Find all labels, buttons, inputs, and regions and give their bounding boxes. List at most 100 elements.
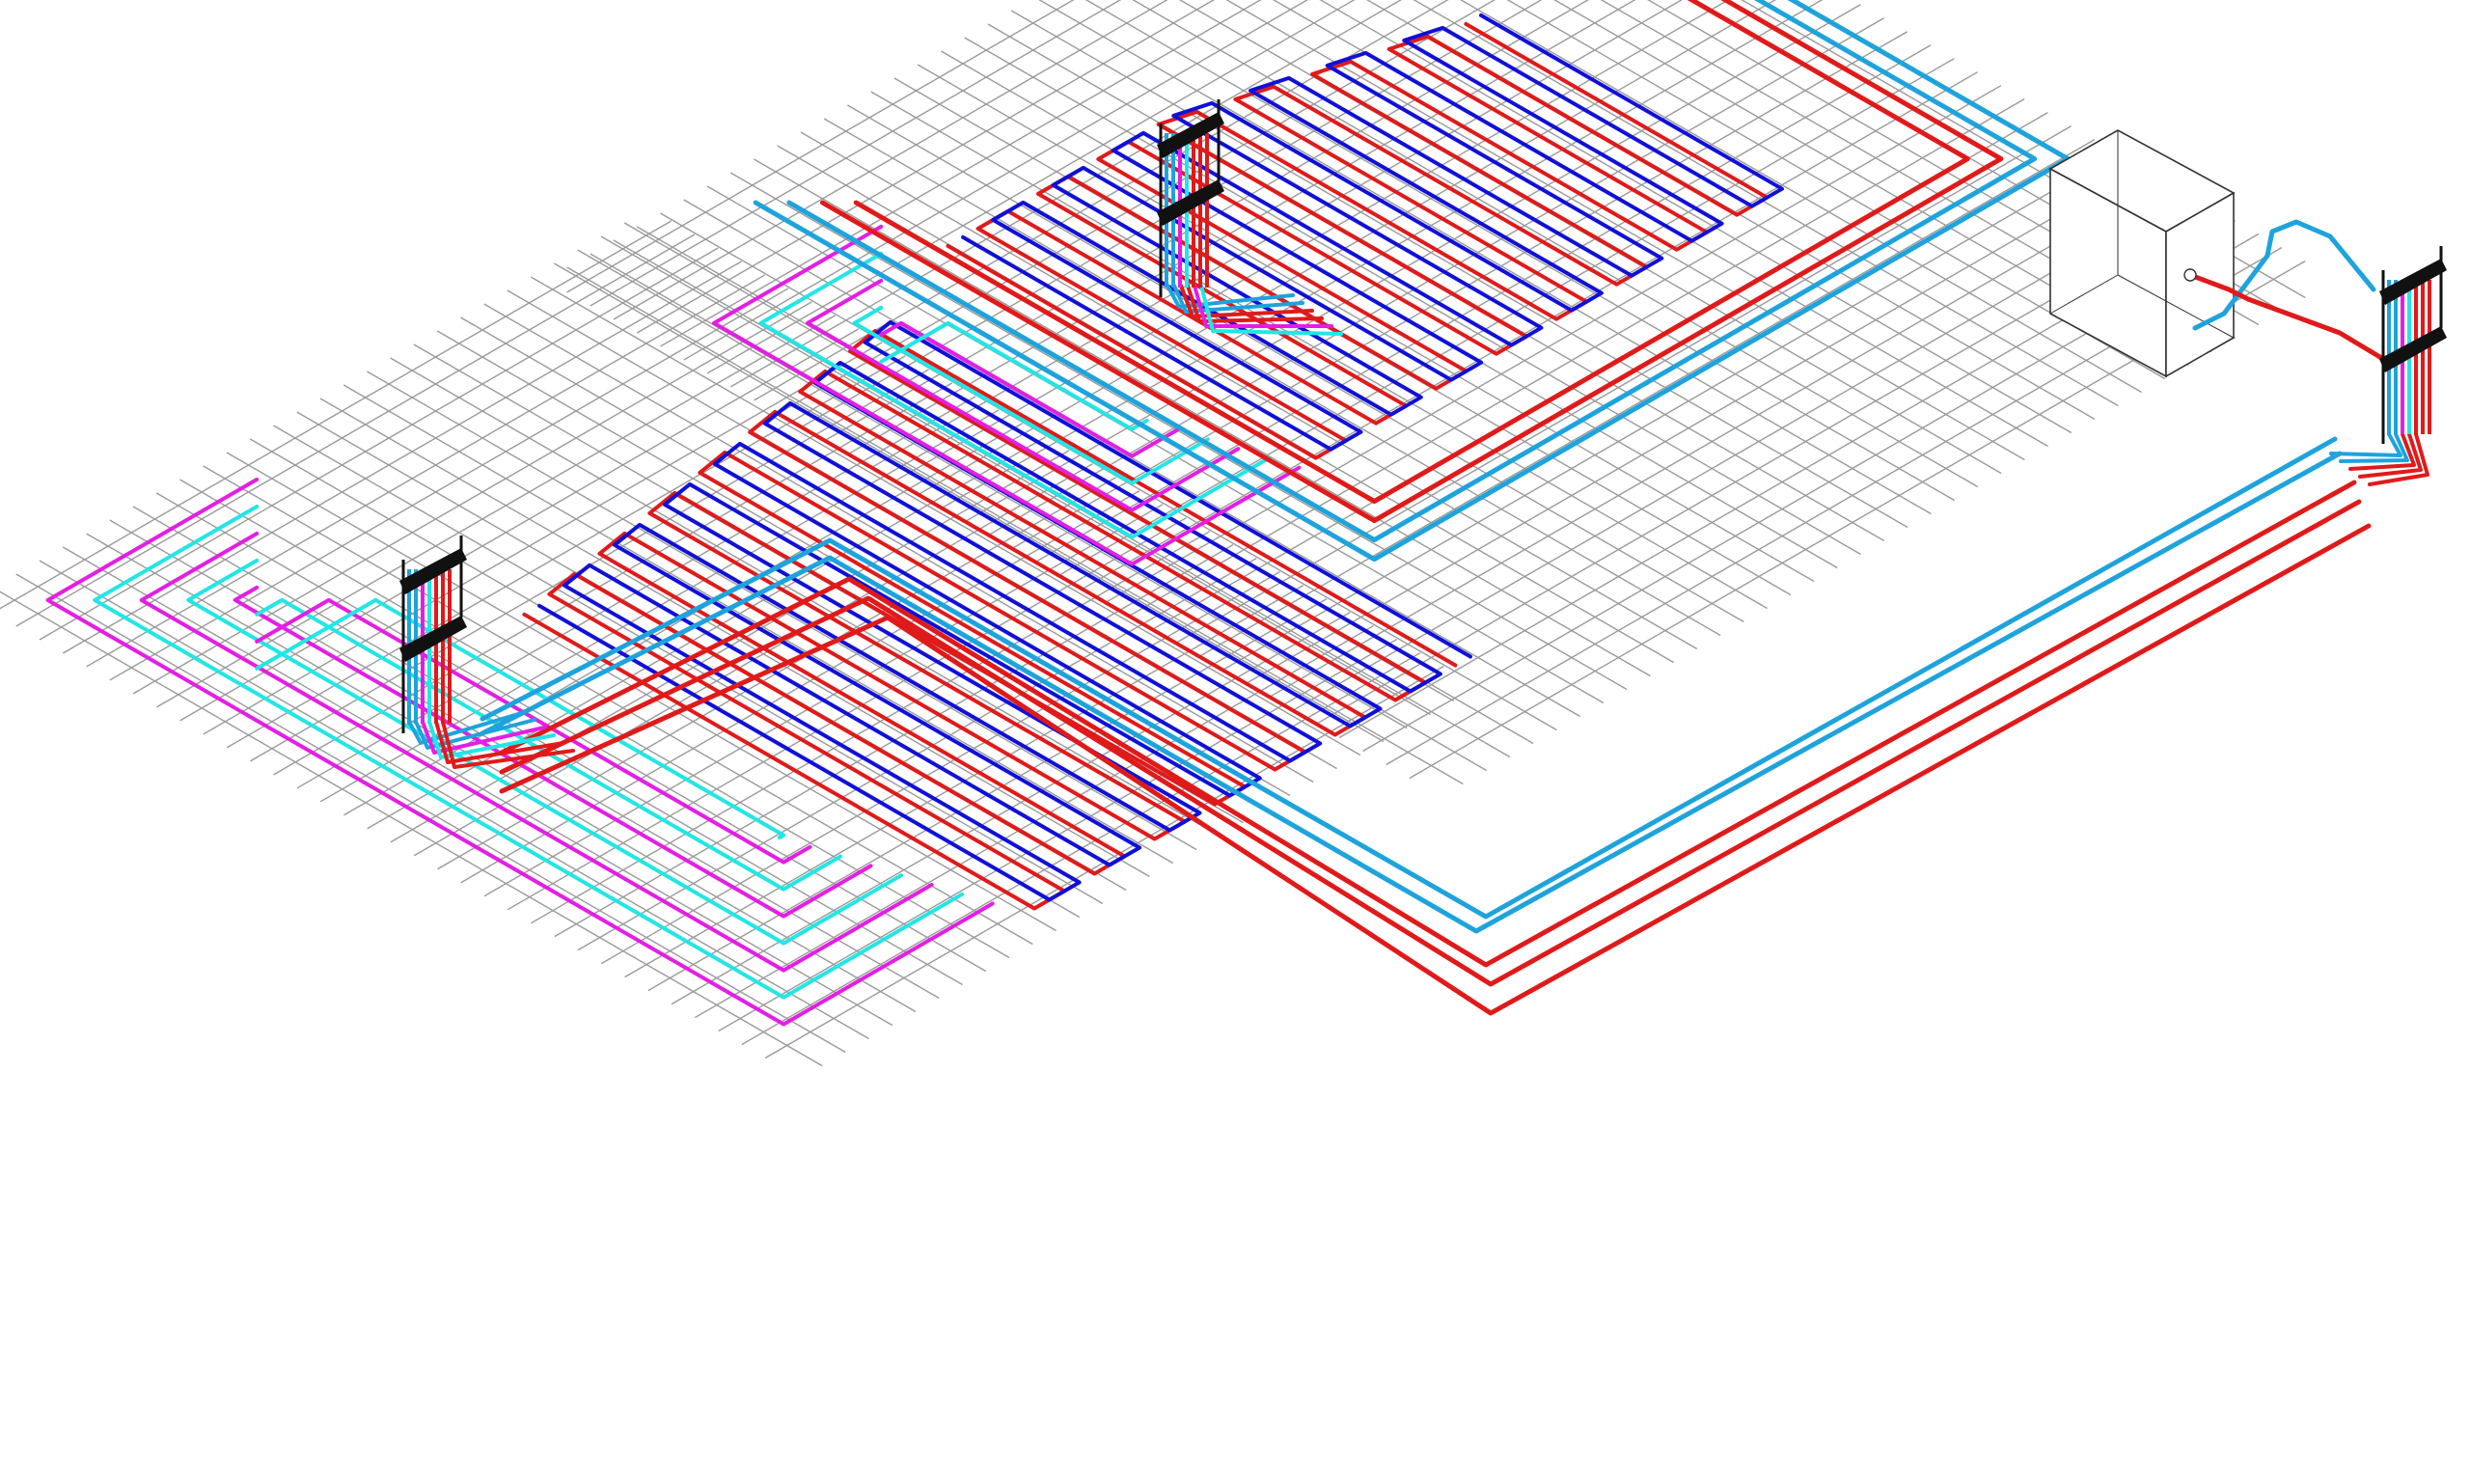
zone-right-blue-loop: [961, 13, 1784, 452]
grid-line: [847, 0, 1636, 455]
center-manifold-fan: [1199, 284, 1343, 336]
grid-line: [636, 0, 1216, 334]
left-manifold-fan: [421, 720, 546, 755]
manifold-right: [2379, 246, 2447, 444]
grid-line: [1081, 71, 1978, 591]
grid-line: [1245, 165, 2142, 685]
feed-run-light-blue-1: [480, 436, 2338, 920]
grid-line: [1292, 192, 2189, 712]
grid-line: [1221, 152, 2119, 672]
zone-right-perimeter-loop-4: [879, 320, 1180, 458]
left-manifold-fan: [441, 720, 575, 769]
zone-left-perimeter-loop-2: [139, 532, 934, 973]
grid-line: [1128, 98, 2025, 618]
grid-line: [15, 234, 696, 627]
manifolds: [399, 99, 2447, 733]
zone-left-red-loop: [522, 328, 1458, 911]
grid-line: [1105, 85, 2002, 604]
feed-run-red-1: [499, 480, 2357, 968]
grid-line: [613, 0, 1168, 320]
center-manifold-fan: [1166, 284, 1295, 309]
grid-line: [1198, 139, 2096, 658]
grid-line: [132, 301, 812, 695]
grid-line: [706, 0, 1356, 374]
manifold-supply-bar: [2379, 259, 2447, 305]
feed-run-red-2: [499, 499, 2362, 987]
center-manifold-fan: [1193, 284, 1333, 328]
grid-line: [824, 0, 1590, 442]
grid-line: [987, 17, 1884, 536]
grid-line: [1057, 58, 1955, 577]
outer-loop-light-blue-2: [786, 0, 2038, 543]
right-manifold-fan: [2329, 432, 2402, 457]
grid-line: [62, 261, 742, 654]
grid-line: [918, 0, 1776, 496]
left-manifold-fan: [434, 720, 565, 764]
manifold-supply-bar: [399, 548, 467, 594]
grid-line: [203, 342, 883, 735]
right-manifold-fan: [2348, 432, 2416, 471]
grid-line: [777, 0, 1496, 415]
left-manifold-fan: [407, 710, 527, 745]
zone-right-perimeter-loop-1: [758, 251, 1271, 539]
boiler-hidden-edge: [2049, 274, 2119, 315]
center-manifold-fan: [1186, 284, 1324, 323]
grid-line: [0, 220, 672, 610]
grid-line: [109, 288, 789, 681]
feed-pipes: [407, 0, 2429, 1016]
zone-left-perimeter-loop-0: [45, 478, 995, 1027]
grid-line: [1011, 31, 1908, 550]
center-manifold-fan: [1172, 284, 1304, 314]
zone-left-perimeter-loop-6: [255, 597, 812, 865]
grid-line: [660, 0, 1262, 347]
boiler-hidden-edge: [2117, 274, 2235, 339]
boiler-return-pipe: [2192, 219, 2376, 331]
outer-loop-light-blue-1: [753, 0, 2071, 563]
grid-line: [729, 0, 1403, 388]
grid-line: [800, 0, 1543, 428]
grid-line: [1174, 125, 2072, 645]
left-manifold-fan: [414, 718, 536, 750]
manifold-supply-bar: [1157, 112, 1224, 158]
grid-line: [590, 0, 1122, 307]
right-manifold-fan: [2339, 432, 2409, 463]
grid-line: [566, 0, 1075, 293]
manifold-left: [399, 536, 467, 733]
manifold-return-bar: [1157, 179, 1224, 226]
grid-line: [964, 4, 1861, 523]
boiler-box: [2048, 129, 2391, 378]
manifold-return-bar: [2379, 326, 2447, 372]
grid-line: [179, 328, 860, 722]
grid-line: [155, 315, 836, 708]
zone-left-perimeter-loop-1: [93, 505, 965, 1000]
manifold-return-bar: [399, 616, 467, 662]
zone-right-perimeter-loop-3: [852, 305, 1210, 485]
pipe-loops: [45, 13, 1784, 1027]
boiler-supply-pipe: [2187, 272, 2391, 365]
manifold-center: [1157, 99, 1224, 297]
zone-left-perimeter-loop-7: [255, 597, 786, 839]
outer-loop-red-2: [853, 0, 1970, 505]
grid-line: [1034, 44, 1932, 563]
feed-run-red-3: [499, 523, 2372, 1016]
grid-line: [683, 0, 1309, 361]
grid-line: [870, 0, 1683, 469]
zone-right-perimeter-loop-0: [712, 224, 1302, 566]
zone-right-perimeter-loop-2: [806, 278, 1241, 512]
floor-grid: [0, 0, 2306, 1067]
zone-left-blue-loop: [537, 319, 1472, 902]
grid-line: [1268, 179, 2166, 699]
grid-line: [941, 0, 1824, 509]
right-manifold-fan: [2368, 432, 2429, 486]
boiler-valve: [2183, 268, 2197, 282]
outer-loop-red-1: [820, 0, 2004, 524]
zone-left-perimeter-loop-5: [255, 597, 842, 892]
grid-line: [893, 0, 1730, 482]
center-manifold-fan: [1179, 284, 1314, 318]
zone-left-perimeter-loop-3: [186, 558, 904, 946]
right-manifold-fan: [2358, 432, 2423, 479]
grid-line: [86, 274, 766, 668]
feed-run-light-blue-2: [480, 451, 2343, 934]
grid-line: [39, 247, 719, 641]
